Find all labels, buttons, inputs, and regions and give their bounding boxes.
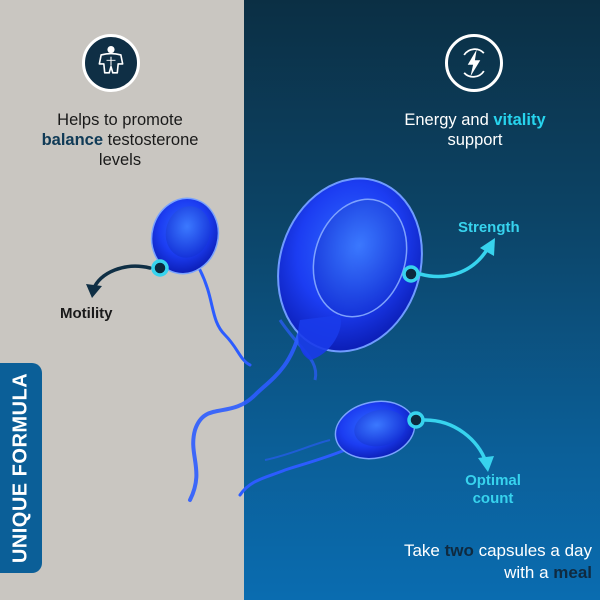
energy-benefit-text: Energy and vitality support <box>375 110 575 150</box>
muscular-body-icon <box>82 34 140 92</box>
dosage-text: Take two capsules a day with a meal <box>300 540 592 584</box>
lightning-bolt-icon <box>445 34 503 92</box>
dosage-part-3: with a <box>504 563 554 582</box>
benefit-line-1: Helps to promote <box>57 111 183 129</box>
benefit-highlight: balance <box>41 131 104 149</box>
energy-line-2: support <box>447 131 503 149</box>
dosage-part-2: capsules a day <box>473 541 592 560</box>
testosterone-benefit-text: Helps to promote balance testosterone le… <box>20 110 220 170</box>
right-panel <box>244 0 600 600</box>
unique-formula-tab: UNIQUE FORMULA <box>0 363 42 573</box>
optimal-line-1: Optimal <box>465 472 521 489</box>
benefit-line-3: levels <box>98 151 142 169</box>
dosage-highlight-1: two <box>444 541 474 560</box>
benefit-line-2: testosterone <box>103 131 199 149</box>
motility-label: Motility <box>60 305 113 322</box>
dosage-part-1: Take <box>403 541 445 560</box>
dosage-highlight-2: meal <box>553 563 592 582</box>
optimal-count-label: Optimal count <box>448 472 538 508</box>
optimal-line-2: count <box>472 490 514 507</box>
energy-line-1: Energy and <box>404 111 494 129</box>
unique-formula-text: UNIQUE FORMULA <box>9 372 32 564</box>
strength-label: Strength <box>458 219 520 236</box>
energy-highlight: vitality <box>493 111 546 129</box>
